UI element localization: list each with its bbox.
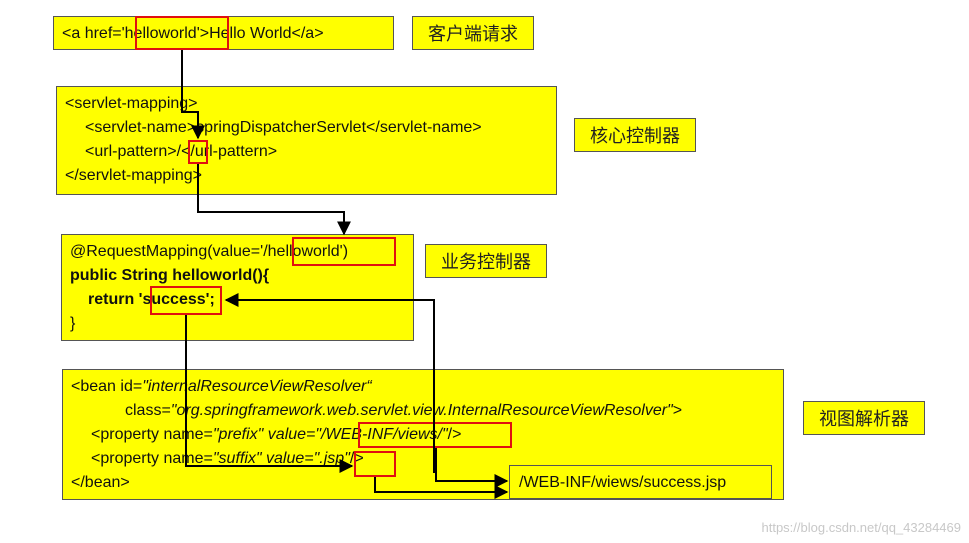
url-pattern-line: <url-pattern>/</url-pattern> [85, 143, 278, 160]
servlet-mapping-box: <servlet-mapping> <servlet-name>springDi… [56, 86, 557, 195]
view-resolver-label: 视图解析器 [803, 401, 925, 435]
return-line: return 'success'; [88, 291, 215, 308]
return-value: success [142, 291, 206, 308]
url-pattern-value: / [176, 143, 182, 160]
return-value-highlight [150, 286, 222, 315]
request-mapping-line: @RequestMapping(value='/helloworld') [70, 243, 349, 260]
method-close-line: } [70, 315, 76, 332]
servlet-mapping-close: </servlet-mapping> [65, 167, 202, 184]
core-controller-label: 核心控制器 [574, 118, 696, 152]
suffix-property-line: <property name="suffix" value=".jsp"/> [91, 450, 364, 467]
suffix-value: ".jsp" [313, 450, 350, 467]
suffix-value-highlight [354, 451, 396, 477]
result-path-text: /WEB-INF/wiews/success.jsp [519, 474, 727, 491]
client-request-label: 客户端请求 [412, 16, 534, 50]
servlet-name-line: <servlet-name>springDispatcherServlet</s… [85, 119, 482, 136]
bean-close-line: </bean> [71, 474, 130, 491]
client-request-box: <a href='helloworld'>Hello World</a> [53, 16, 394, 50]
bean-class-line: class="org.springframework.web.servlet.v… [125, 402, 683, 419]
request-mapping-highlight [292, 237, 396, 266]
method-signature-line: public String helloworld(){ [70, 267, 270, 284]
business-controller-label: 业务控制器 [425, 244, 547, 278]
watermark: https://blog.csdn.net/qq_43284469 [761, 520, 962, 535]
client-href-value: helloworld [124, 25, 197, 42]
bean-open-line: <bean id="internalResourceViewResolver“ [71, 378, 372, 395]
url-pattern-highlight [188, 140, 208, 164]
request-mapping-value: '/helloworld' [260, 243, 343, 260]
prefix-value-highlight [358, 422, 512, 448]
client-href-highlight [135, 16, 229, 50]
result-path-box: /WEB-INF/wiews/success.jsp [509, 465, 772, 499]
servlet-mapping-open: <servlet-mapping> [65, 95, 198, 112]
